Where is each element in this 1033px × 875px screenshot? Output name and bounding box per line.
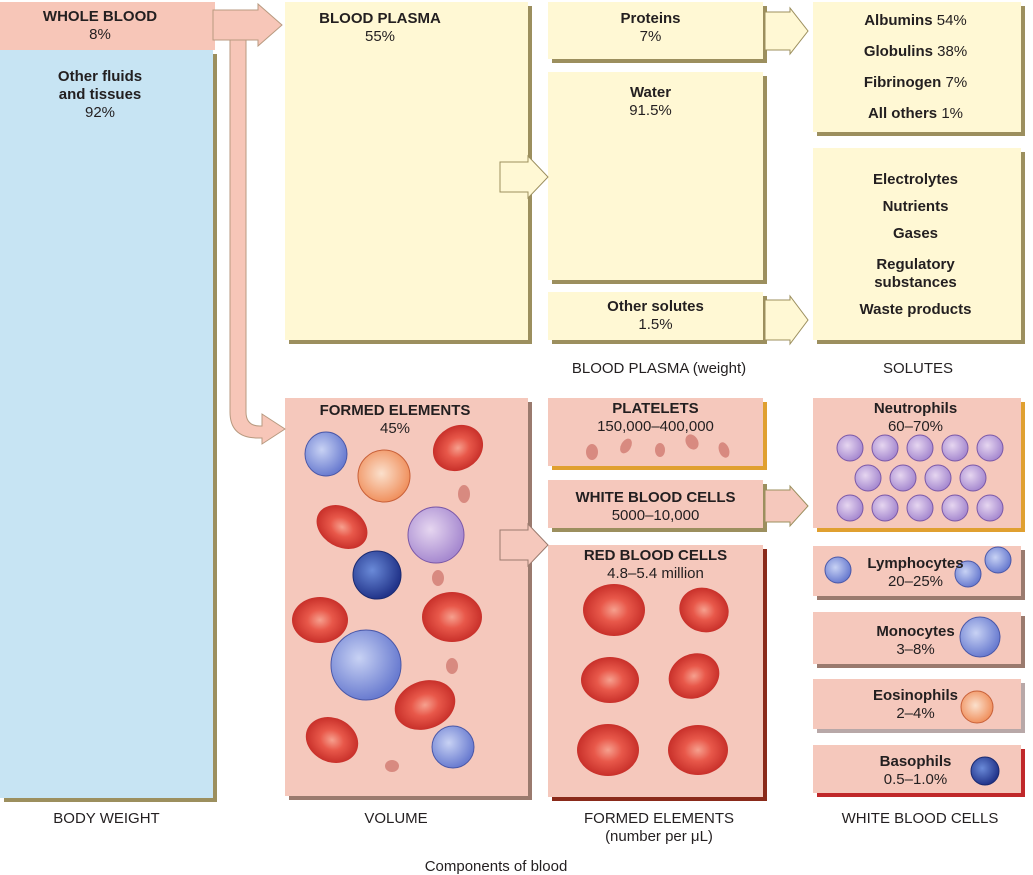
- label-wbc: WHITE BLOOD CELLS: [841, 810, 999, 827]
- plasma-title: BLOOD PLASMA: [319, 10, 441, 27]
- wbc-count: 5000–10,000: [611, 507, 700, 524]
- solute-nutrients: Nutrients: [882, 198, 949, 215]
- basophils-pct: 0.5–1.0%: [883, 771, 948, 788]
- arrow-plasma-to-water: [499, 154, 549, 200]
- arrow-proteins-to-types: [764, 6, 809, 56]
- whole-blood-title: WHOLE BLOOD: [42, 8, 158, 25]
- other-fluids-pct: 92%: [84, 104, 116, 121]
- lymphocyte-cell: [824, 556, 852, 584]
- eosinophils-pct: 2–4%: [896, 705, 935, 722]
- protein-type-fibrinogen: Fibrinogen 7%: [863, 74, 968, 91]
- arrow-solutes: [764, 294, 809, 346]
- proteins-title: Proteins: [620, 10, 681, 27]
- protein-type-others: All others 1%: [867, 105, 964, 122]
- plasma-pct: 55%: [364, 28, 396, 45]
- other-solutes-pct: 1.5%: [638, 316, 673, 333]
- lymphocytes-pct: 20–25%: [887, 573, 944, 590]
- other-solutes-box: [548, 292, 763, 340]
- lymphocyte-cell: [954, 560, 982, 588]
- other-fluids-line1: Other fluids: [57, 68, 143, 85]
- label-formed-line2: (number per μL): [605, 828, 713, 845]
- platelets-count: 150,000–400,000: [597, 418, 714, 435]
- figure-caption: Components of blood: [424, 858, 568, 875]
- neutrophils-name: Neutrophils: [873, 400, 958, 417]
- label-solutes: SOLUTES: [882, 360, 954, 377]
- lymphocyte-cell: [984, 546, 1012, 574]
- monocyte-cell: [959, 616, 1001, 658]
- solute-gases: Gases: [892, 225, 939, 242]
- protein-type-albumins: Albumins 54%: [864, 12, 967, 29]
- solute-electrolytes: Electrolytes: [872, 171, 959, 188]
- formed-title: FORMED ELEMENTS: [319, 402, 471, 419]
- platelets-title: PLATELETS: [612, 400, 699, 417]
- other-solutes-title: Other solutes: [607, 298, 704, 315]
- other-fluids-box: [0, 50, 213, 798]
- neutrophil-cells: [836, 434, 1004, 522]
- eosinophils-name: Eosinophils: [872, 687, 958, 704]
- label-formed-line1: FORMED ELEMENTS: [583, 810, 734, 827]
- basophils-name: Basophils: [879, 753, 952, 770]
- water-box: [548, 72, 763, 280]
- platelet-cells: [586, 434, 730, 460]
- rbc-cells: [577, 584, 729, 776]
- protein-type-globulins: Globulins 38%: [863, 43, 968, 60]
- solute-substances: substances: [874, 274, 957, 291]
- arrow-wbc-to-types: [764, 484, 809, 528]
- rbc-count: 4.8–5.4 million: [607, 565, 704, 582]
- water-title: Water: [629, 84, 672, 101]
- arrow-formed-to-rbc: [499, 522, 549, 568]
- formed-elements-cells: [292, 424, 484, 772]
- whole-blood-arrows: [212, 2, 286, 445]
- protein-types-box: [813, 2, 1021, 132]
- solute-regulatory: Regulatory: [876, 256, 955, 273]
- lymphocytes-name: Lymphocytes: [867, 555, 964, 572]
- formed-pct: 45%: [379, 420, 411, 437]
- basophil-cell: [970, 756, 1000, 786]
- wbc-box: [548, 480, 763, 528]
- monocytes-pct: 3–8%: [896, 641, 935, 658]
- other-fluids-line2: and tissues: [58, 86, 142, 103]
- label-plasma-weight: BLOOD PLASMA (weight): [571, 360, 747, 377]
- proteins-pct: 7%: [639, 28, 662, 45]
- wbc-title: WHITE BLOOD CELLS: [575, 489, 736, 506]
- plasma-box: [285, 2, 528, 340]
- monocytes-name: Monocytes: [876, 623, 955, 640]
- label-body-weight: BODY WEIGHT: [53, 810, 160, 827]
- solute-waste: Waste products: [859, 301, 972, 318]
- neutrophils-pct: 60–70%: [887, 418, 944, 435]
- label-volume: VOLUME: [364, 810, 428, 827]
- whole-blood-box: [0, 2, 215, 50]
- eosinophil-cell: [960, 690, 994, 724]
- water-pct: 91.5%: [629, 102, 672, 119]
- solutes-box: [813, 148, 1021, 340]
- proteins-box: [548, 2, 763, 59]
- whole-blood-pct: 8%: [89, 26, 111, 43]
- rbc-title: RED BLOOD CELLS: [583, 547, 728, 564]
